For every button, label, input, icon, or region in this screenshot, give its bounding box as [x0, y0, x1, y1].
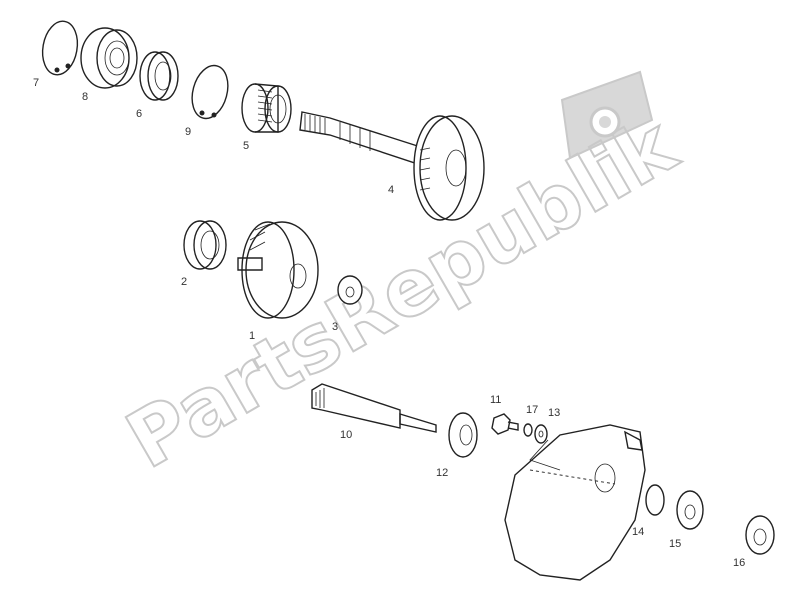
- part-4-shaft-gear: [299, 111, 485, 221]
- label-part-2: 2: [181, 276, 187, 288]
- part-16-seal: [745, 515, 775, 555]
- label-part-8: 8: [82, 91, 88, 103]
- label-part-3: 3: [332, 321, 338, 333]
- label-part-13: 13: [548, 407, 560, 419]
- label-part-7: 7: [33, 77, 39, 89]
- part-6-seal: [139, 51, 179, 101]
- transmission-cover: [504, 424, 646, 581]
- part-7-circlip: [41, 20, 79, 76]
- part-8-bearing: [80, 27, 138, 89]
- watermark-text: PartsRepublik: [113, 100, 693, 487]
- label-part-6: 6: [136, 108, 142, 120]
- label-part-14: 14: [632, 526, 644, 538]
- part-14-circlip: [645, 484, 665, 516]
- label-part-5: 5: [243, 140, 249, 152]
- label-part-15: 15: [669, 538, 681, 550]
- part-12-bearing: [448, 412, 478, 458]
- part-13-washer: [534, 424, 548, 444]
- part-labels: 7 8 6 9 5 4 2 1 3 10 11 17 13 12 14 15 1…: [33, 77, 745, 569]
- label-part-16: 16: [733, 557, 745, 569]
- label-part-1: 1: [249, 330, 255, 342]
- label-part-4: 4: [388, 184, 394, 196]
- part-3-washer: [337, 275, 363, 305]
- part-11-nut: [491, 413, 519, 435]
- label-part-12: 12: [436, 467, 448, 479]
- part-5-needle-bearing: [241, 83, 292, 133]
- part-2-bearing: [183, 220, 227, 270]
- part-1-gear: [237, 221, 319, 319]
- part-10-drive-shaft: [311, 383, 437, 433]
- part-9-circlip: [191, 64, 229, 120]
- label-part-10: 10: [340, 429, 352, 441]
- label-part-17: 17: [526, 404, 538, 416]
- watermark-logo: [560, 70, 654, 160]
- label-part-11: 11: [490, 394, 501, 406]
- part-17-washer: [523, 423, 533, 437]
- part-15-seal: [676, 490, 704, 530]
- label-part-9: 9: [185, 126, 191, 138]
